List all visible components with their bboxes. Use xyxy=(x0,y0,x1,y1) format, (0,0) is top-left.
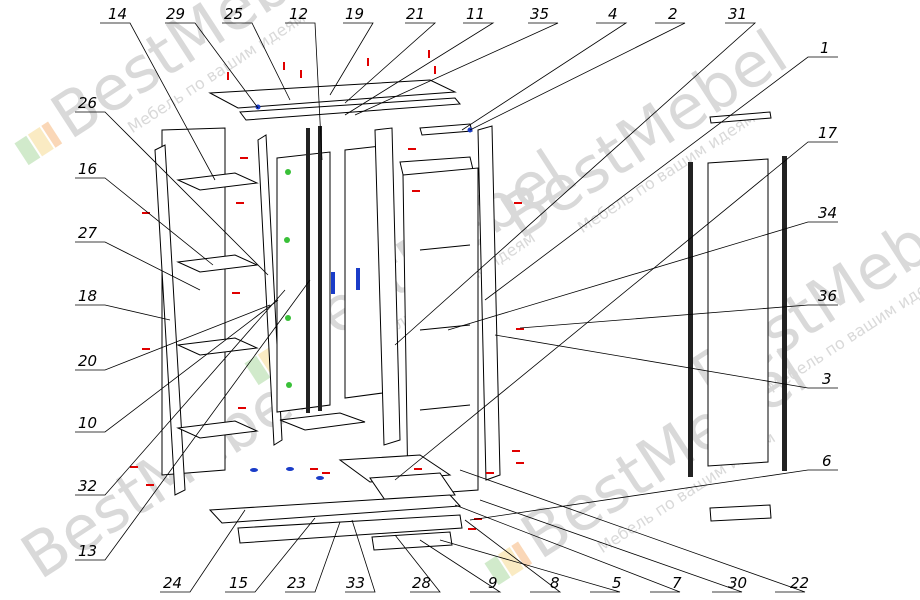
callout-6: 6 xyxy=(822,452,832,470)
center-shelf-bottom xyxy=(279,412,366,431)
callout-35: 35 xyxy=(530,5,549,23)
callout-4: 4 xyxy=(608,5,618,23)
center-rod-1 xyxy=(306,128,310,413)
base-parts xyxy=(208,494,772,551)
callout-28: 28 xyxy=(412,574,431,592)
left-shelf-1 xyxy=(176,172,259,191)
handle-2 xyxy=(356,268,360,290)
top-parts xyxy=(208,79,772,136)
callout-19: 19 xyxy=(345,5,364,23)
callout-32: 32 xyxy=(78,477,97,495)
callout-14: 14 xyxy=(108,5,127,23)
drawer-box-2 xyxy=(369,472,456,501)
callout-24: 24 xyxy=(163,574,182,592)
blue-fitting-1 xyxy=(250,468,258,472)
callout-5: 5 xyxy=(612,574,622,592)
right-cabinet xyxy=(338,125,501,501)
callout-1: 1 xyxy=(820,39,830,57)
callout-30: 30 xyxy=(728,574,747,592)
callout-labels: 14 29 25 12 19 21 11 35 4 2 31 26 16 27 … xyxy=(78,5,838,592)
right-top-rail xyxy=(709,111,772,124)
door-profile-left xyxy=(688,162,693,477)
callout-25: 25 xyxy=(224,5,243,23)
roof-panel xyxy=(208,79,457,109)
callout-27: 27 xyxy=(78,224,98,242)
callout-20: 20 xyxy=(78,352,97,370)
callout-33: 33 xyxy=(346,574,365,592)
callout-17: 17 xyxy=(818,124,838,142)
callout-12: 12 xyxy=(289,5,308,23)
blue-fitting-2 xyxy=(286,467,294,471)
callout-2: 2 xyxy=(668,5,678,23)
center-side-panel xyxy=(374,127,401,446)
callout-9: 9 xyxy=(488,574,498,592)
callout-18: 18 xyxy=(78,287,97,305)
mirror-door xyxy=(688,156,787,477)
right-back-panel xyxy=(402,167,479,496)
callout-13: 13 xyxy=(78,542,97,560)
plinth-front xyxy=(237,514,463,544)
callout-29: 29 xyxy=(166,5,185,23)
blue-fitting-3 xyxy=(316,476,324,480)
callout-10: 10 xyxy=(78,414,97,432)
callout-7: 7 xyxy=(672,574,682,592)
base-panel xyxy=(208,494,462,524)
plinth-small xyxy=(371,531,453,551)
door-mirror-panel xyxy=(707,158,769,467)
callout-15: 15 xyxy=(229,574,248,592)
center-cabinet xyxy=(276,126,401,446)
roof-cornice xyxy=(239,97,462,121)
callout-36: 36 xyxy=(818,287,837,305)
callout-22: 22 xyxy=(790,574,809,592)
callout-3: 3 xyxy=(822,370,832,388)
leader-lines xyxy=(75,22,838,593)
right-shelf-line-2 xyxy=(419,404,471,411)
callout-31: 31 xyxy=(728,5,747,23)
handle-1 xyxy=(331,272,335,294)
center-rod-2 xyxy=(318,126,322,411)
left-partition xyxy=(257,134,283,446)
callout-34: 34 xyxy=(818,204,837,222)
callout-23: 23 xyxy=(287,574,306,592)
callout-16: 16 xyxy=(78,160,97,178)
left-shelf-2 xyxy=(176,254,259,273)
callout-8: 8 xyxy=(550,574,560,592)
callout-11: 11 xyxy=(466,5,485,23)
top-rail xyxy=(419,123,473,136)
callout-26: 26 xyxy=(78,94,97,112)
right-bottom-rail xyxy=(709,504,772,522)
right-shelf-line-3 xyxy=(419,244,471,251)
door-profile-right xyxy=(782,156,787,471)
right-side-panel xyxy=(477,125,501,481)
callout-21: 21 xyxy=(406,5,425,23)
center-door-left xyxy=(276,151,331,413)
